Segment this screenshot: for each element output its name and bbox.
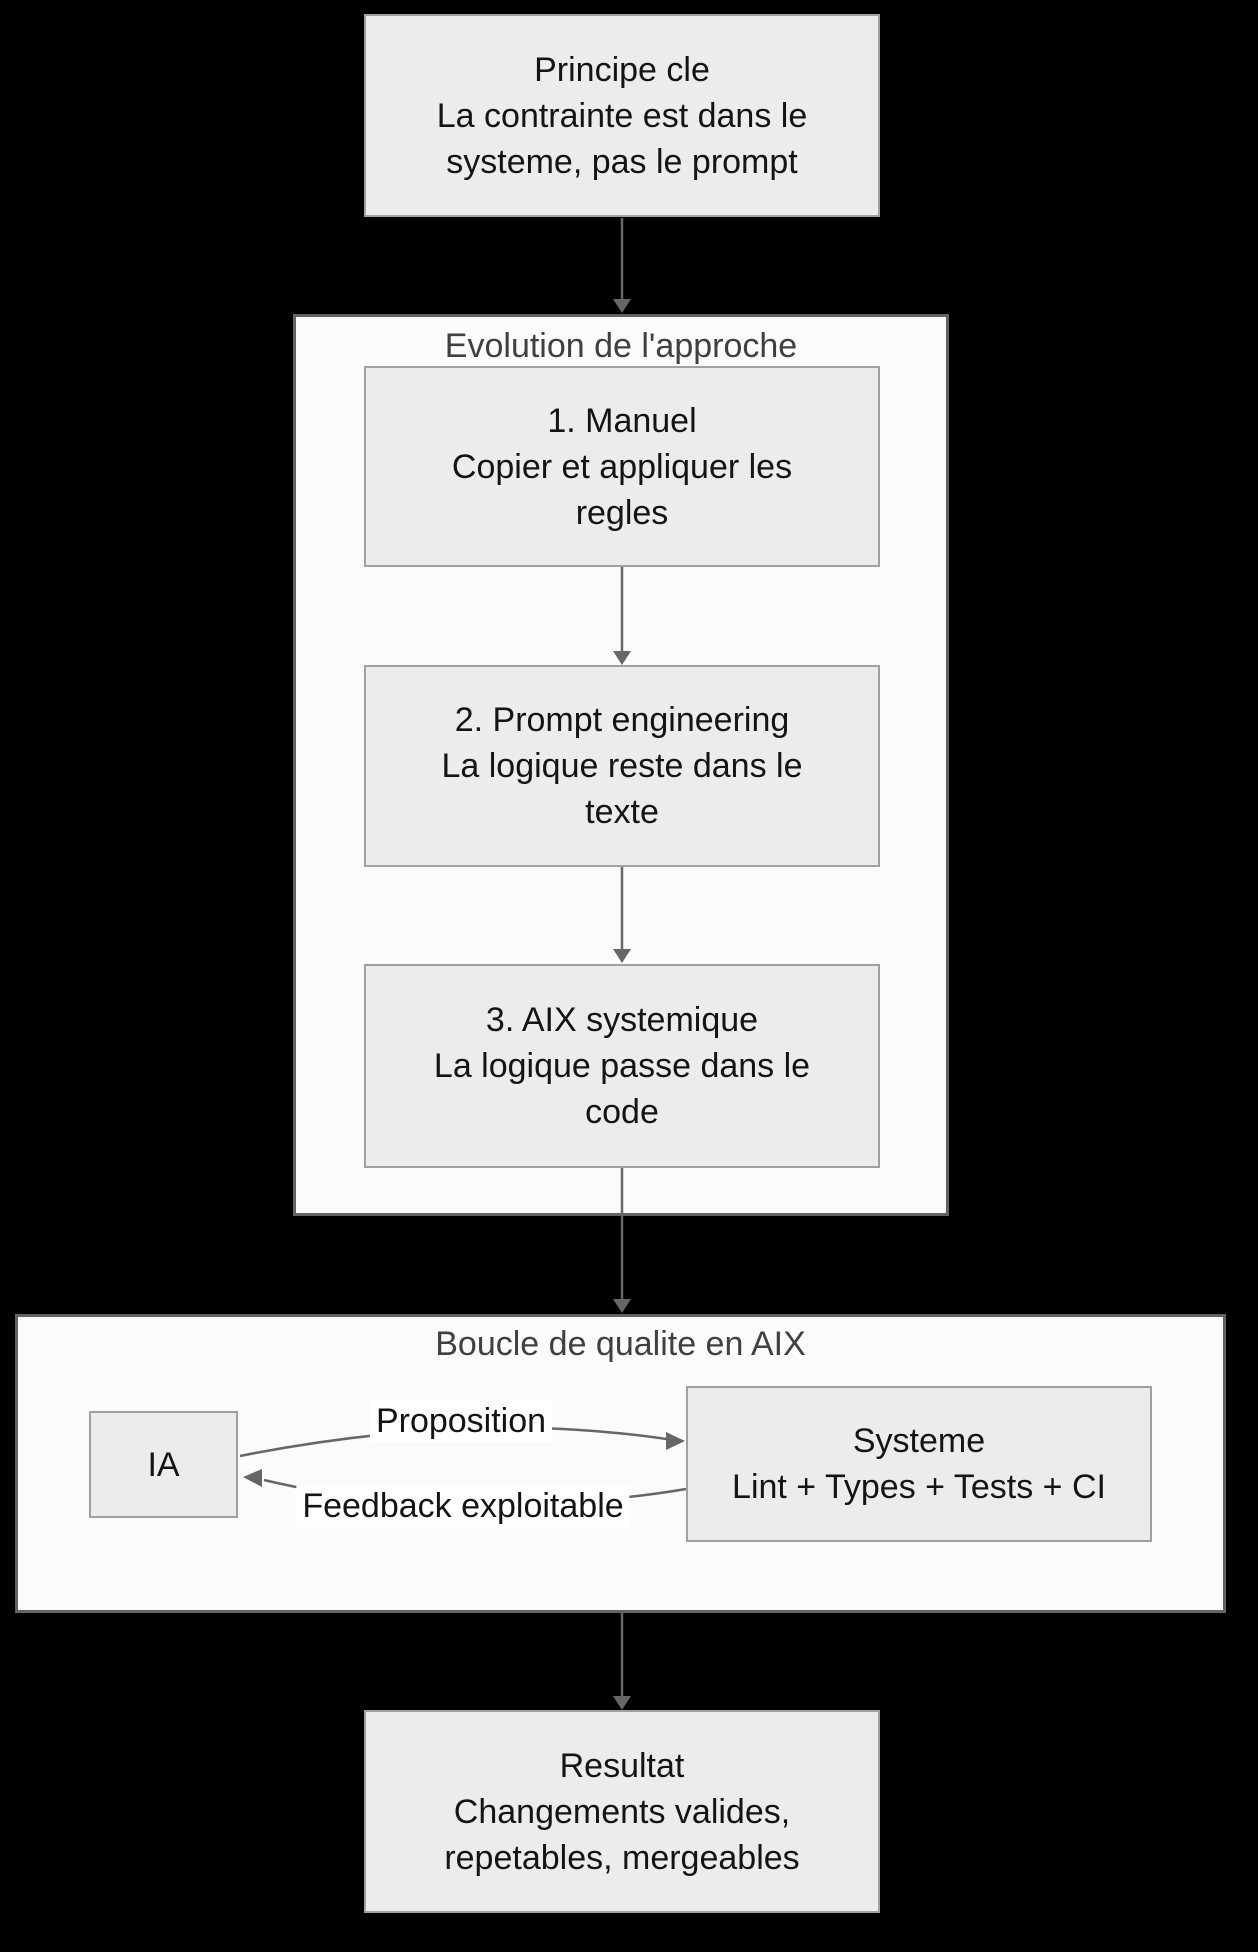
node-text-line: Changements valides,	[453, 1792, 791, 1831]
edge-principle-to-evolution	[613, 218, 631, 313]
node-text-line: La logique reste dans le	[441, 747, 803, 785]
node-text-line: La logique passe dans le	[433, 1047, 811, 1085]
node-text-line: texte	[585, 793, 659, 831]
node-text-line: La contrainte est dans le	[436, 96, 808, 135]
node-text-line: repetables, mergeables	[444, 1838, 800, 1877]
result-node: Resultat Changements valides, repetables…	[364, 1710, 880, 1913]
step-aix-systemique-node: 3. AIX systemique La logique passe dans …	[364, 964, 880, 1168]
edge-label-proposition: Proposition	[369, 1400, 553, 1442]
node-text-line: regles	[575, 493, 669, 532]
node-text-line: code	[585, 1093, 659, 1131]
node-text-line: Principe cle	[534, 50, 710, 89]
edge-step2-to-step3	[613, 867, 631, 963]
step-manual-node: 1. Manuel Copier et appliquer les regles	[364, 366, 880, 567]
edge-step1-to-step2	[613, 567, 631, 665]
node-text-line: systeme, pas le prompt	[446, 142, 798, 181]
principle-node: Principe cle La contrainte est dans le s…	[364, 14, 880, 217]
node-text-line: IA	[147, 1445, 180, 1484]
node-text-line: Systeme	[852, 1422, 986, 1460]
node-text-line: 3. AIX systemique	[485, 1001, 759, 1039]
node-text-line: Resultat	[559, 1746, 685, 1785]
node-text-line: Copier et appliquer les	[451, 447, 793, 486]
step-prompt-engineering-node: 2. Prompt engineering La logique reste d…	[364, 665, 880, 867]
ia-node: IA	[89, 1411, 238, 1518]
edge-step3-to-loop	[613, 1168, 631, 1313]
quality-loop-title: Boucle de qualite en AIX	[435, 1325, 806, 1363]
system-node: Systeme Lint + Types + Tests + CI	[686, 1386, 1152, 1542]
node-text-line: Lint + Types + Tests + CI	[732, 1468, 1106, 1506]
evolution-title: Evolution de l'approche	[444, 327, 798, 365]
edge-loop-to-result	[613, 1613, 631, 1710]
node-text-line: 1. Manuel	[547, 401, 697, 440]
node-text-line: 2. Prompt engineering	[454, 701, 790, 739]
edge-label-feedback: Feedback exploitable	[296, 1485, 630, 1527]
